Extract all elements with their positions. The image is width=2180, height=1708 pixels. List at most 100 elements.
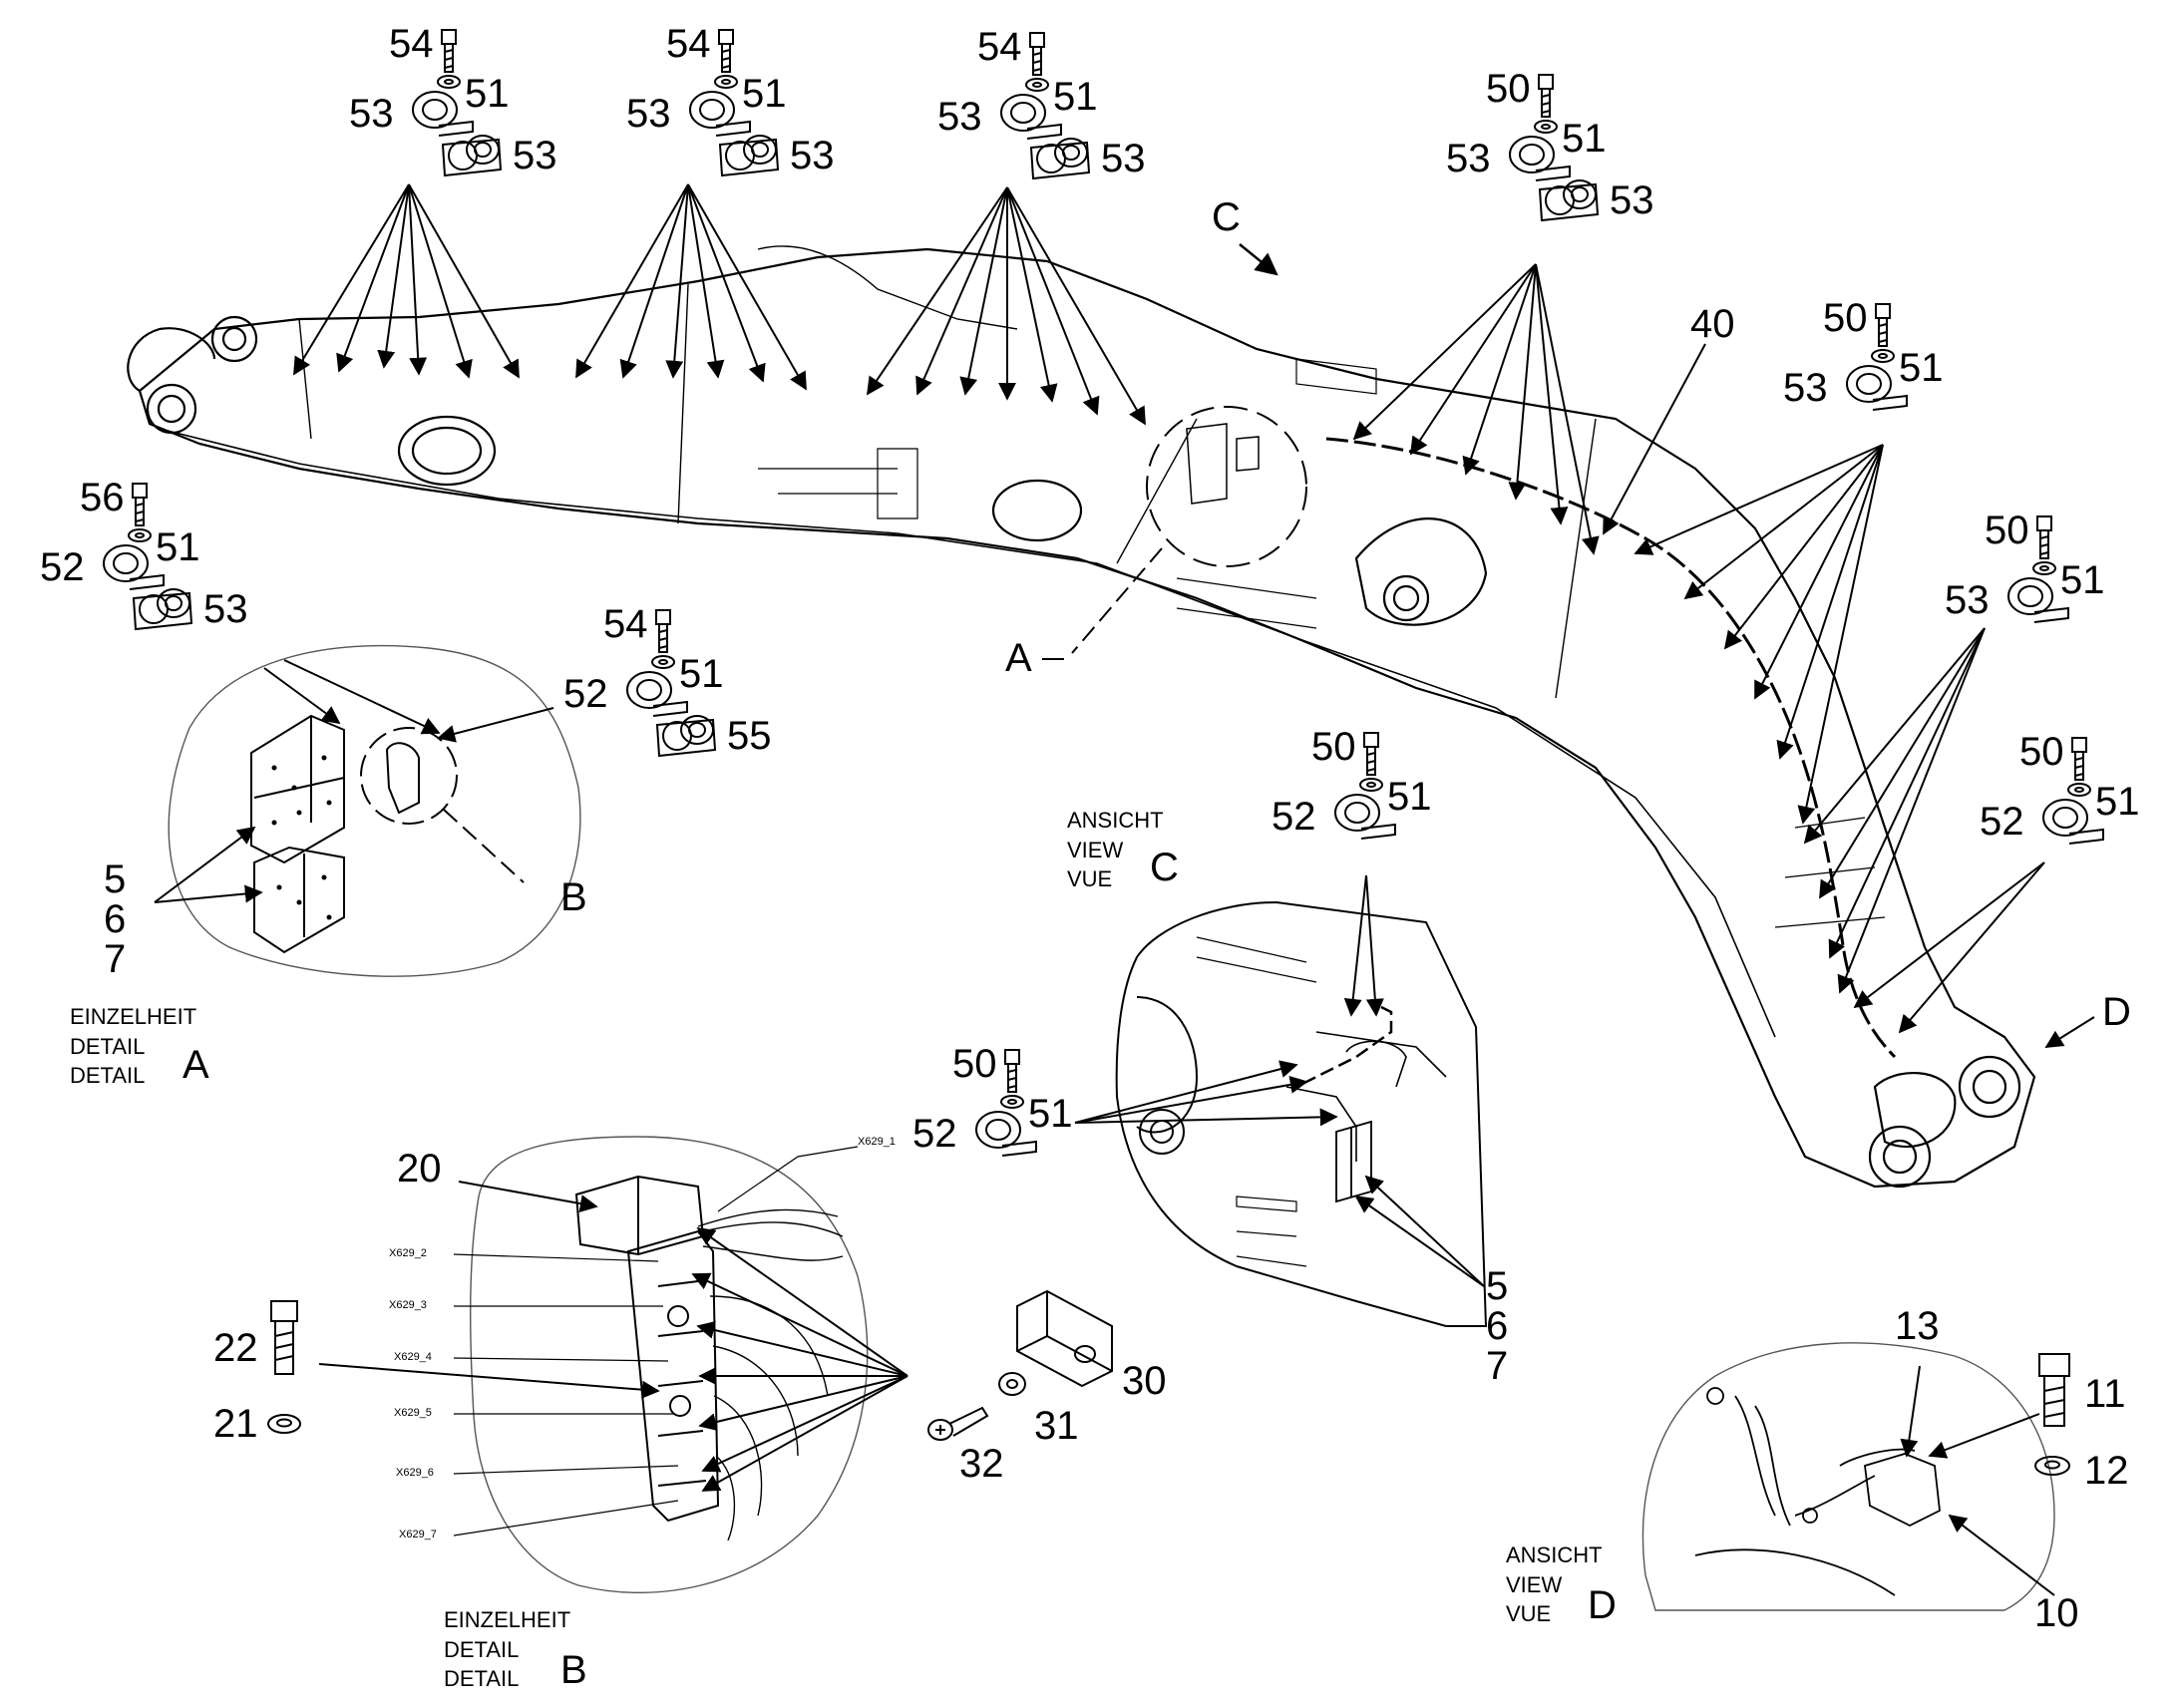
- connector-tag-7: X629_7: [399, 1529, 437, 1540]
- washer-21-drawing: [267, 1414, 301, 1434]
- view-c-caption-letter: C: [1150, 846, 1179, 889]
- callout-c9-bolt-label: 54: [603, 602, 648, 646]
- callout-c4-clamp-label: 53: [1446, 137, 1491, 180]
- bolt-icon: [1004, 1049, 1020, 1093]
- connector-tag-4: X629_4: [394, 1351, 432, 1363]
- cap-plate-30-drawing: [1016, 1289, 1113, 1388]
- label-washer-21: 21: [213, 1402, 258, 1446]
- detail-b-clip: [385, 742, 420, 815]
- detail-b-caption-line1: EINZELHEIT: [444, 1607, 571, 1632]
- view-d-caption-line3: VUE: [1506, 1601, 1552, 1627]
- view-d-drawing: [1641, 1342, 2055, 1611]
- callout-c2-base-label: 53: [790, 134, 835, 177]
- clamp-icon: [626, 671, 688, 717]
- label-bracket-c-6: 6: [1486, 1304, 1509, 1348]
- clamp-assembly-c11: [975, 1049, 1037, 1157]
- bolt-icon: [441, 29, 457, 73]
- view-d-marker: D: [2102, 990, 2131, 1034]
- harness-line: [1325, 437, 1897, 1059]
- clamp-assembly-c1: [412, 29, 503, 177]
- label-plug-20: 20: [397, 1147, 442, 1191]
- connector-tag-3: X629_3: [389, 1299, 427, 1311]
- washer-icon: [714, 75, 738, 89]
- bolt-icon: [718, 29, 734, 73]
- callout-c2-bolt-label: 54: [666, 22, 711, 66]
- clamp-icon: [1509, 136, 1571, 181]
- callout-c1-bolt-label: 54: [389, 22, 434, 66]
- view-d-caption-line2: VIEW: [1506, 1571, 1563, 1597]
- detail-b-plug: [574, 1175, 705, 1256]
- callout-c9-washer-label: 51: [679, 652, 724, 696]
- detail-b-caption: EINZELHEIT DETAIL DETAIL: [444, 1605, 570, 1694]
- harness-40-leader: [1603, 343, 1706, 535]
- clamp-base-icon: [655, 715, 717, 758]
- clamp-icon: [103, 544, 165, 590]
- washer-31-drawing: [998, 1372, 1026, 1396]
- clamp-assembly-c2: [689, 29, 780, 177]
- view-c-harness: [1295, 1005, 1393, 1089]
- bolt-11-drawing: [2038, 1353, 2070, 1427]
- bolt-icon: [655, 609, 671, 653]
- arrows-group-4: [1352, 263, 1600, 555]
- connector-tag-6: X629_6: [396, 1467, 434, 1479]
- view-d-caption: ANSICHT VIEW VUE: [1506, 1540, 1603, 1629]
- view-c-caption-line3: VUE: [1067, 866, 1113, 892]
- bolt-icon: [2071, 737, 2087, 781]
- clamp-assembly-c10: [1334, 732, 1396, 840]
- callout-c2-clamp-label: 53: [626, 92, 671, 136]
- clamp-base-icon: [1029, 138, 1091, 180]
- bolt-icon: [132, 483, 148, 526]
- detail-a-marker: A: [1005, 636, 1032, 680]
- clamp-icon: [2042, 799, 2104, 845]
- bolt-22-drawing: [270, 1300, 298, 1375]
- washer-icon: [1025, 78, 1049, 92]
- washer-icon: [1534, 120, 1558, 134]
- view-c-marker: C: [1212, 195, 1241, 239]
- callout-c8-washer-label: 51: [156, 525, 200, 569]
- view-c-caption-line2: VIEW: [1067, 837, 1124, 862]
- detail-a-marker-circle: [1146, 406, 1307, 567]
- clamp-assembly-c5: [1846, 303, 1908, 411]
- view-c-caption: ANSICHT VIEW VUE: [1067, 806, 1164, 894]
- callout-c4-base-label: 53: [1610, 178, 1654, 222]
- connector-tag-5: X629_5: [394, 1407, 432, 1419]
- callout-c7-clamp-label: 52: [1980, 800, 2024, 844]
- label-bolt-22: 22: [213, 1326, 258, 1370]
- detail-a-caption-line3: DETAIL: [70, 1063, 146, 1089]
- callout-c9-base-label: 55: [727, 714, 772, 758]
- callout-c11-washer-label: 51: [1028, 1092, 1073, 1136]
- clamp-assembly-c9: [626, 609, 717, 758]
- callout-c9-clamp-label: 52: [563, 672, 608, 716]
- clamp-assembly-c6: [2007, 515, 2069, 623]
- detail-a-view: [168, 644, 581, 977]
- washer-icon: [1359, 778, 1383, 792]
- label-bracket-c-5: 5: [1486, 1264, 1509, 1308]
- view-d-arrow: [2044, 1016, 2095, 1048]
- callout-c7-bolt-label: 50: [2019, 730, 2064, 774]
- detail-a-leader: [1071, 547, 1163, 654]
- detail-b-view: [470, 1136, 869, 1594]
- label-bracket-c-7: 7: [1486, 1344, 1509, 1388]
- clamp-base-icon: [132, 588, 193, 631]
- bolt-icon: [1538, 74, 1554, 118]
- detail-a-caption: EINZELHEIT DETAIL DETAIL: [70, 1002, 196, 1091]
- washer-icon: [651, 655, 675, 669]
- clamp-icon: [689, 91, 751, 137]
- label-cable-13: 13: [1895, 1304, 1940, 1348]
- clamp-base-icon: [441, 135, 503, 177]
- label-screw-32: 32: [959, 1442, 1004, 1486]
- callout-c8-clamp-label: 52: [40, 545, 85, 589]
- bolt-icon: [1875, 303, 1891, 347]
- arrows-group-1: [293, 183, 520, 379]
- clamp-assembly-c3: [1000, 32, 1091, 180]
- washer-12-drawing: [2034, 1456, 2070, 1476]
- detail-a-caption-line2: DETAIL: [70, 1033, 146, 1059]
- washer-icon: [1871, 349, 1895, 363]
- callout-c7-washer-label: 51: [2095, 780, 2140, 824]
- arrows-group-7: [1853, 861, 2045, 1034]
- callout-c4-bolt-label: 50: [1486, 67, 1531, 111]
- washer-icon: [128, 528, 152, 542]
- callout-c10-bolt-label: 50: [1311, 725, 1356, 769]
- label-washer-12: 12: [2084, 1449, 2129, 1493]
- detail-b-caption-line2: DETAIL: [444, 1636, 520, 1662]
